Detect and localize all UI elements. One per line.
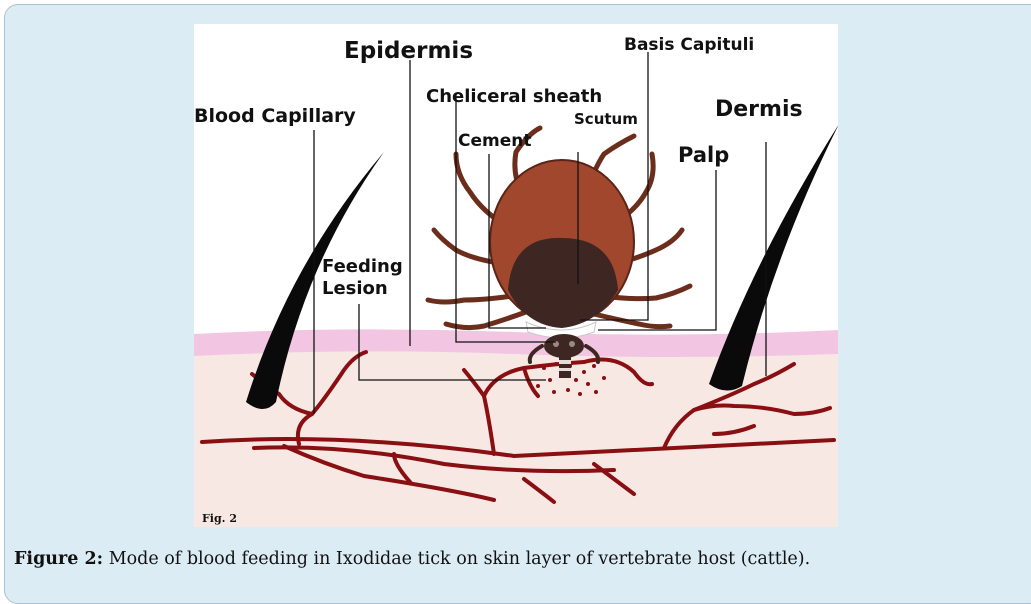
caption-prefix: Figure 2:	[14, 549, 103, 569]
caption-text: Mode of blood feeding in Ixodidae tick o…	[103, 549, 810, 569]
label-cement: Cement	[458, 131, 531, 151]
hypostome	[559, 354, 571, 378]
label-cheliceral-sheath: Cheliceral sheath	[426, 86, 602, 107]
label-lesion: Lesion	[322, 278, 388, 299]
figure-caption: Figure 2: Mode of blood feeding in Ixodi…	[14, 549, 810, 569]
label-feeding: Feeding	[322, 256, 403, 277]
label-basis-capituli: Basis Capituli	[624, 35, 754, 55]
diagram-svg: Epidermis Basis Capituli Cheliceral shea…	[194, 24, 838, 527]
figure-tag: Fig. 2	[202, 512, 237, 525]
tick-feeding-diagram: Epidermis Basis Capituli Cheliceral shea…	[194, 24, 838, 527]
label-scutum: Scutum	[574, 110, 638, 128]
label-epidermis: Epidermis	[344, 38, 473, 64]
label-blood-capillary: Blood Capillary	[194, 105, 356, 127]
label-palp: Palp	[678, 143, 729, 167]
label-dermis: Dermis	[715, 97, 803, 122]
